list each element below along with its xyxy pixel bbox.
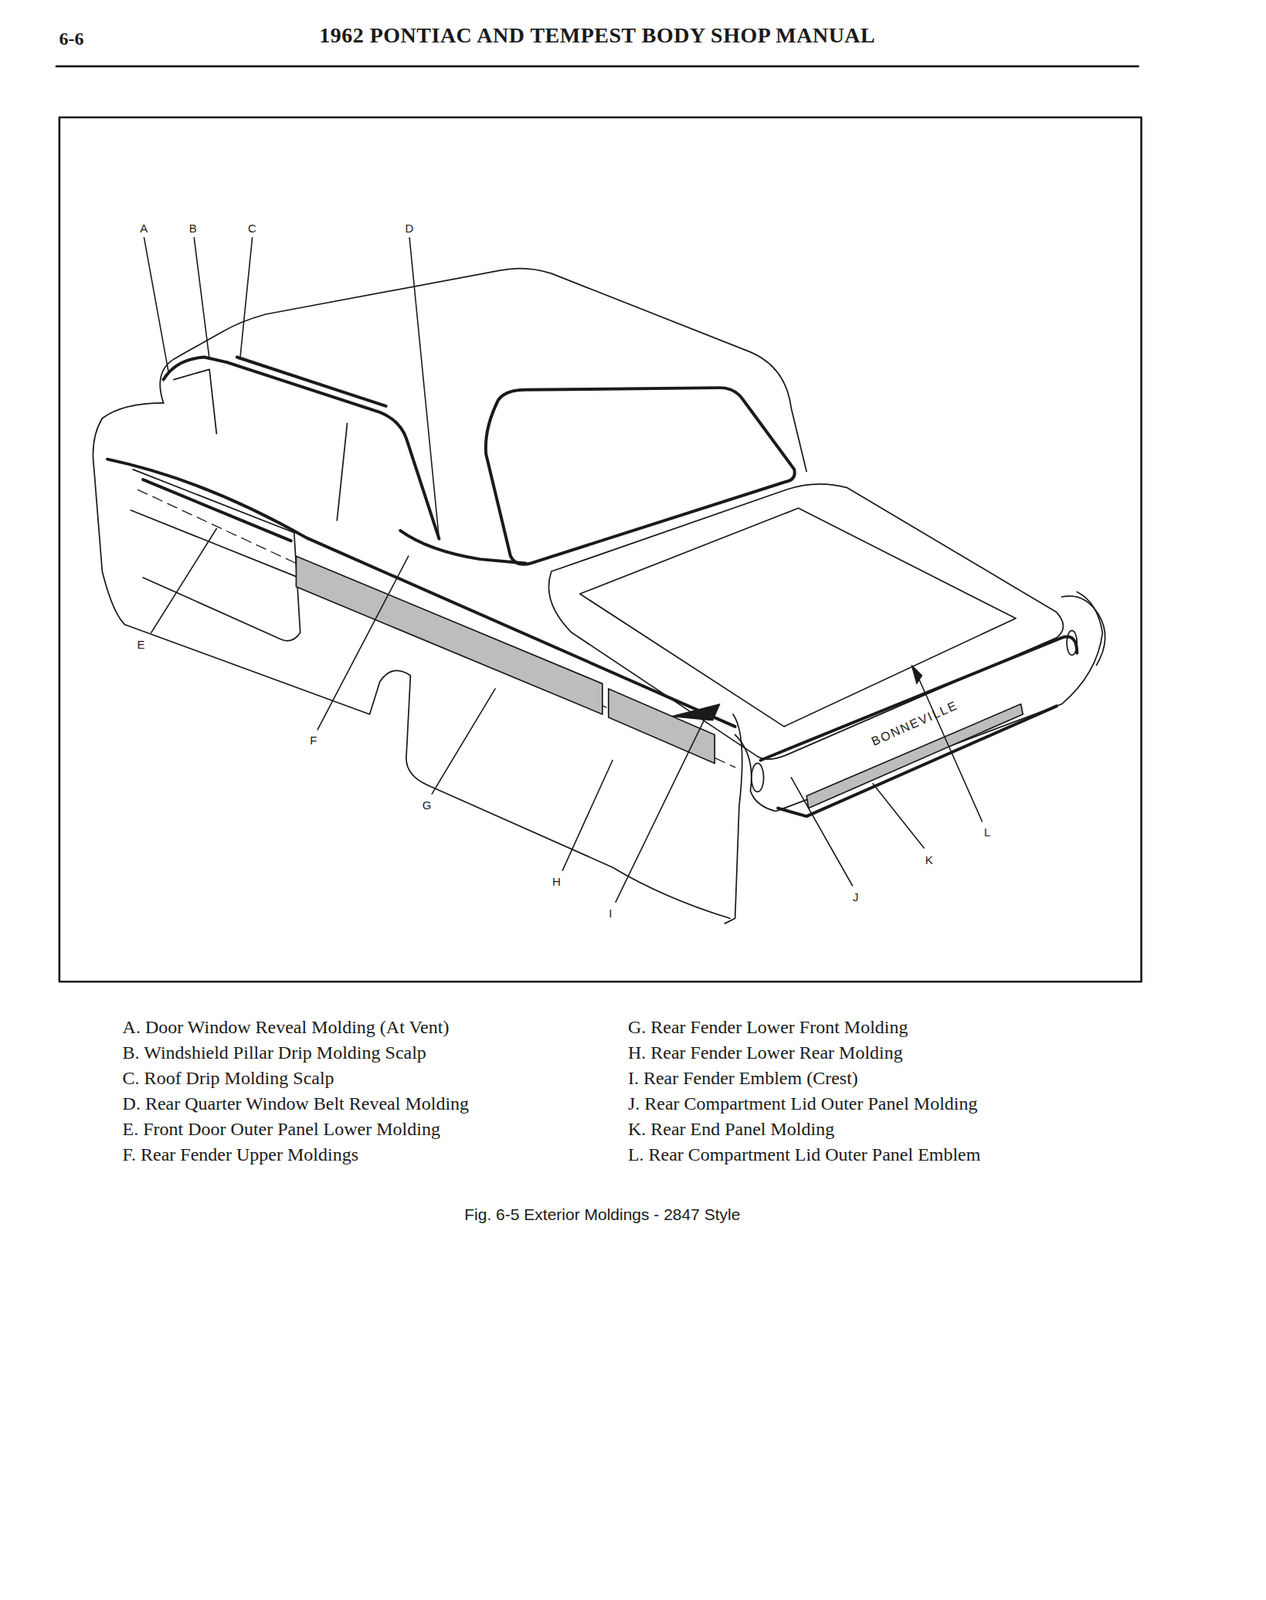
callout-letter: D [405,222,415,236]
callout-letter: E [136,638,145,652]
legend-item: H. Rear Fender Lower Rear Molding [627,1042,903,1063]
callout-letter: J [852,891,859,905]
legend-item: E. Front Door Outer Panel Lower Molding [122,1119,441,1140]
legend-item: A. Door Window Reveal Molding (At Vent) [122,1017,450,1038]
legend-item: C. Roof Drip Molding Scalp [122,1068,335,1089]
callout-letter: L [984,826,991,840]
page-header: 1962 PONTIAC AND TEMPEST BODY SHOP MANUA… [319,23,876,48]
legend-item: B. Windshield Pillar Drip Molding Scalp [122,1042,427,1063]
callout-letter: K [925,854,934,868]
legend-item: L. Rear Compartment Lid Outer Panel Embl… [627,1144,981,1165]
legend-item: G. Rear Fender Lower Front Molding [627,1017,909,1038]
callout-letter: B [189,222,197,236]
legend-item: J. Rear Compartment Lid Outer Panel Mold… [627,1093,978,1114]
page-number: 6-6 [59,28,85,49]
legend-item: D. Rear Quarter Window Belt Reveal Moldi… [122,1093,470,1114]
callout-letter: G [422,799,432,813]
callout-letter: A [139,222,148,236]
callout-letter: H [552,875,561,890]
callout-letter: C [247,222,257,236]
callout-letter: I [608,907,612,921]
figure-caption: Fig. 6-5 Exterior Moldings - 2847 Style [464,1205,740,1224]
legend-item: F. Rear Fender Upper Moldings [122,1144,359,1165]
legend-item: I. Rear Fender Emblem (Crest) [627,1068,859,1089]
legend-item: K. Rear End Panel Molding [627,1119,835,1140]
callout-letter: F [309,734,317,748]
